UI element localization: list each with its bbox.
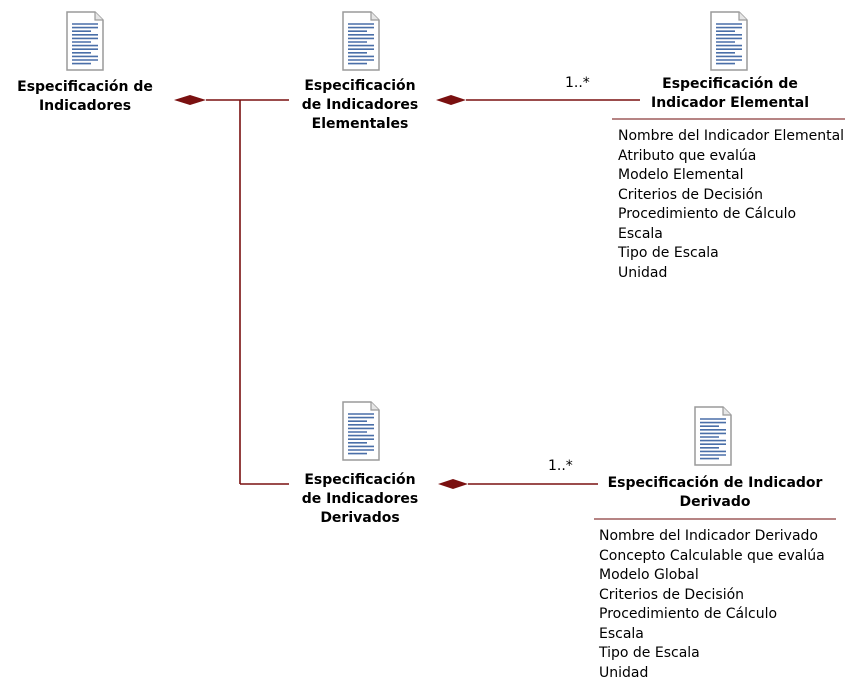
attribute-item: Procedimiento de Cálculo: [599, 605, 825, 625]
attribute-item: Unidad: [618, 264, 844, 284]
attribute-item: Criterios de Decisión: [618, 186, 844, 206]
root-node-title: Especificación de Indicadores: [0, 78, 170, 116]
attribute-item: Escala: [618, 225, 844, 245]
title-line: Especificación de: [0, 78, 170, 97]
attribute-item: Nombre del Indicador Derivado: [599, 527, 825, 547]
attribute-item: Tipo de Escala: [599, 644, 825, 664]
elementales-node-title: Especificación de Indicadores Elementale…: [285, 77, 435, 134]
title-line: Especificación: [285, 471, 435, 490]
document-icon: [65, 10, 105, 72]
attribute-item: Modelo Global: [599, 566, 825, 586]
elementales-composition-diamond: [436, 95, 466, 105]
elemental-multiplicity: 1..*: [565, 75, 590, 91]
root-composition-diamond: [174, 95, 206, 105]
elemental-class-title: Especificación de Indicador Elemental: [630, 75, 830, 113]
title-line: Derivado: [596, 493, 834, 512]
title-line: Elementales: [285, 115, 435, 134]
attribute-item: Modelo Elemental: [618, 166, 844, 186]
attribute-item: Unidad: [599, 664, 825, 683]
attribute-item: Criterios de Decisión: [599, 586, 825, 606]
derivado-class-title: Especificación de Indicador Derivado: [596, 474, 834, 512]
derivados-node-title: Especificación de Indicadores Derivados: [285, 471, 435, 528]
title-line: Especificación: [285, 77, 435, 96]
title-line: Indicador Elemental: [630, 94, 830, 113]
title-line: de Indicadores: [285, 96, 435, 115]
document-icon: [709, 10, 749, 72]
document-icon: [341, 10, 381, 72]
attribute-item: Nombre del Indicador Elemental: [618, 127, 844, 147]
attribute-item: Escala: [599, 625, 825, 645]
title-line: Especificación de Indicador: [596, 474, 834, 493]
attribute-item: Atributo que evalúa: [618, 147, 844, 167]
derivado-multiplicity: 1..*: [548, 458, 573, 474]
document-icon: [693, 405, 733, 467]
attribute-item: Procedimiento de Cálculo: [618, 205, 844, 225]
document-icon: [341, 400, 381, 462]
attribute-item: Tipo de Escala: [618, 244, 844, 264]
title-line: Derivados: [285, 509, 435, 528]
title-line: de Indicadores: [285, 490, 435, 509]
title-line: Especificación de: [630, 75, 830, 94]
derivados-composition-diamond: [438, 479, 468, 489]
attribute-item: Concepto Calculable que evalúa: [599, 547, 825, 567]
title-line: Indicadores: [0, 97, 170, 116]
